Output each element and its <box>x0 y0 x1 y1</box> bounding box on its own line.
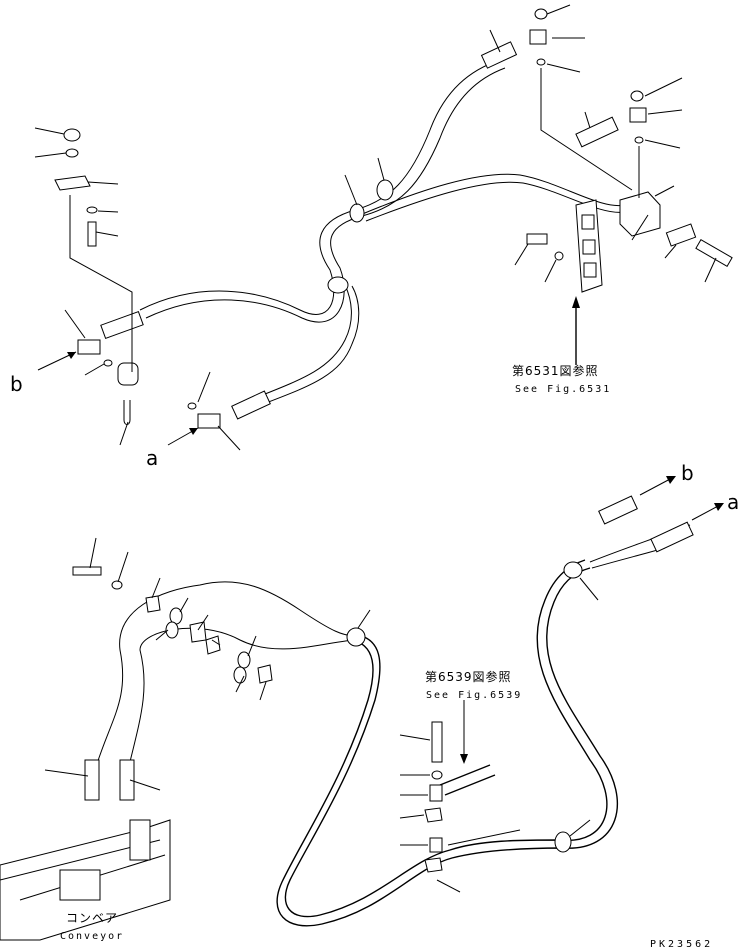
callout-a-upper: a <box>146 446 158 470</box>
reference-6531-en: See Fig.6531 <box>515 384 611 395</box>
reference-6539-en: See Fig.6539 <box>426 690 522 701</box>
lower-hose-assembly <box>0 476 724 941</box>
reference-6531-jp: 第6531図参照 <box>512 363 599 378</box>
conveyor-label-en: Conveyor <box>60 931 124 942</box>
callout-b-right: b <box>681 461 694 485</box>
drawing-number: PK23562 <box>650 939 713 950</box>
reference-6539-jp: 第6539図参照 <box>425 669 512 684</box>
conveyor-label-jp: コンベア <box>66 911 118 925</box>
callout-b-upper: b <box>10 372 23 396</box>
upper-hose-assembly <box>34 4 733 451</box>
callout-a-right: a <box>727 490 739 514</box>
